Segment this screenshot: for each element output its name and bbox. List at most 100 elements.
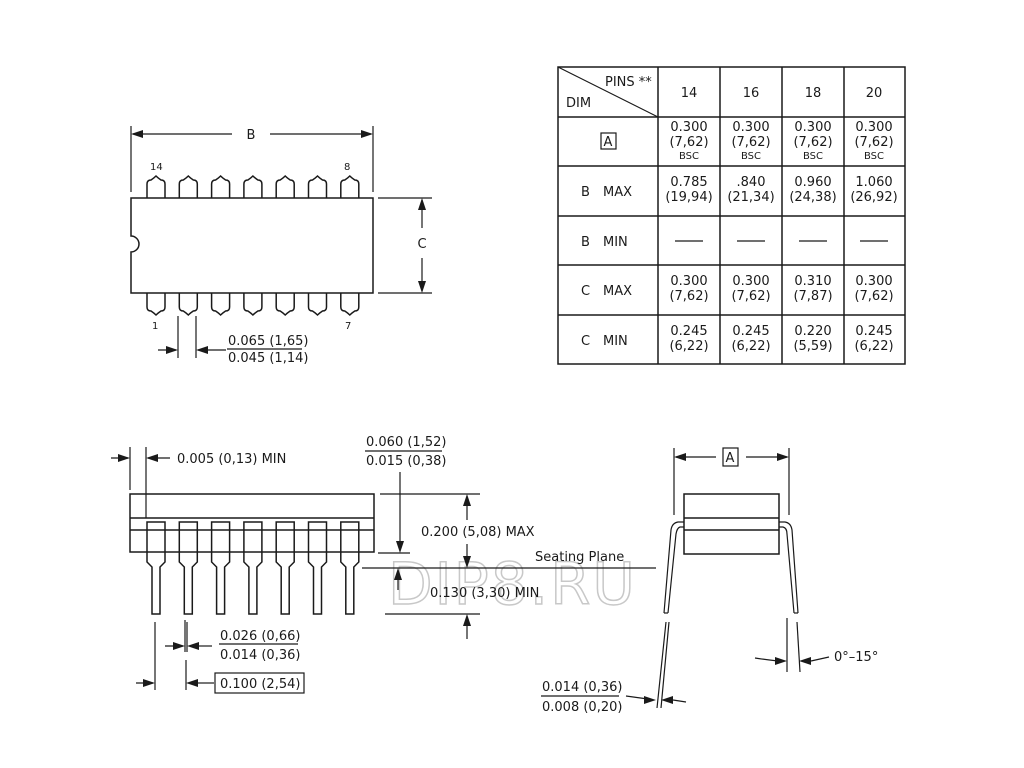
lead-thickness-min: 0.014 (0,36) (220, 648, 300, 663)
pin-bottom (307, 293, 328, 317)
cell-inch: 0.245 (670, 324, 707, 339)
arrow-icon (146, 454, 158, 462)
cell-inch: .840 (737, 175, 766, 190)
cell-mm: (6,22) (731, 339, 770, 354)
watermark: DIP8.RU (388, 550, 637, 618)
cell-mm: (5,59) (793, 339, 832, 354)
lead-width-min: 0.045 (1,14) (228, 351, 308, 366)
table-row: 0.300(7,62)0.300(7,62)0.310(7,87)0.300(7… (669, 274, 893, 304)
table-row: 0.300(7,62)BSC0.300(7,62)BSC0.300(7,62)B… (669, 120, 893, 162)
lead-side (340, 521, 360, 615)
row-dim-label: C (581, 334, 590, 349)
arrow-icon (131, 130, 143, 138)
pin-label-14: 14 (150, 162, 163, 173)
arrow-icon (674, 453, 686, 461)
arrow-icon (463, 494, 471, 506)
arrow-icon (418, 198, 426, 210)
lead-side (178, 521, 199, 615)
cell-mm: (7,62) (669, 135, 708, 150)
lead-side (307, 521, 328, 615)
cell-inch: 1.060 (855, 175, 892, 190)
pin-top (146, 174, 166, 198)
height-max-label: 0.200 (5,08) MAX (421, 525, 535, 540)
cell-mm: (7,62) (854, 135, 893, 150)
arrow-icon (394, 568, 402, 580)
pin-top (340, 174, 360, 198)
cell-inch: 0.310 (794, 274, 831, 289)
pin-bottom (146, 293, 166, 317)
cell-note: BSC (679, 151, 699, 162)
header-pins-label: PINS ** (605, 75, 652, 90)
arrow-icon (418, 281, 426, 293)
side-view: 0.005 (0,13) MIN 0.060 (1,52) 0.015 (0,3… (111, 435, 656, 694)
cell-inch: 0.960 (794, 175, 831, 190)
row-limit-label: MIN (603, 235, 628, 250)
end-view: A 0°–15° 0.014 (0,36) 0.008 (0,20) (541, 447, 878, 715)
cell-mm: (7,87) (793, 289, 832, 304)
row-dim-label: C (581, 284, 590, 299)
cell-inch: 0.300 (670, 120, 707, 135)
cell-inch: 0.220 (794, 324, 831, 339)
cell-inch: 0.785 (670, 175, 707, 190)
header-pin-count: 18 (805, 86, 822, 101)
row-limit-label: MAX (603, 284, 632, 299)
header-pin-count: 16 (743, 86, 760, 101)
lead-thickness-max: 0.026 (0,66) (220, 629, 300, 644)
arrow-icon (777, 453, 789, 461)
pin-bottom (275, 293, 295, 317)
row-limit-label: MIN (603, 334, 628, 349)
arrow-icon (196, 346, 208, 354)
table-row: 0.785(19,94).840(21,34)0.960(24,38)1.060… (665, 175, 897, 205)
pin-bottom (340, 293, 360, 317)
pin-label-7: 7 (345, 321, 351, 332)
pin-top (243, 174, 263, 198)
end-lead-thickness-min: 0.008 (0,20) (542, 700, 622, 715)
pin-label-8: 8 (344, 162, 350, 173)
cell-note: BSC (741, 151, 761, 162)
standoff-min: 0.015 (0,38) (366, 454, 446, 469)
cell-mm: (6,22) (854, 339, 893, 354)
dim-a-box (600, 132, 617, 150)
arrow-icon (644, 696, 656, 704)
dim-a-box (722, 447, 739, 467)
end-lead-thickness-max: 0.014 (0,36) (542, 680, 622, 695)
arrow-icon (186, 679, 198, 687)
pin-top (178, 174, 199, 198)
lead-side (146, 521, 166, 615)
cell-mm: (6,22) (669, 339, 708, 354)
cell-note: BSC (864, 151, 884, 162)
pin-top (307, 174, 328, 198)
cell-inch: 0.245 (855, 324, 892, 339)
pin-label-1: 1 (152, 321, 158, 332)
row-limit-label: MAX (603, 185, 632, 200)
dim-b-label: B (247, 128, 256, 143)
dim-a-label: A (726, 451, 735, 466)
arrow-icon (143, 679, 155, 687)
arrow-icon (661, 696, 673, 704)
side-leads (146, 521, 360, 615)
pitch-box (214, 672, 305, 694)
arrow-icon (799, 657, 811, 665)
cell-inch: 0.300 (732, 274, 769, 289)
header-pin-count: 14 (681, 86, 698, 101)
arrow-icon (361, 130, 373, 138)
row-dim-label: B (581, 185, 590, 200)
pin-bottom (210, 293, 231, 317)
header-dim-label: DIM (566, 96, 591, 111)
arrow-icon (396, 541, 404, 553)
cell-mm: (7,62) (793, 135, 832, 150)
arrow-icon (187, 642, 199, 650)
lead-width-max: 0.065 (1,65) (228, 334, 308, 349)
row-dim-label: A (604, 135, 613, 150)
cell-inch: 0.300 (670, 274, 707, 289)
arrow-icon (118, 454, 130, 462)
dimension-table: PINS ** DIM 14 16 18 20 A 0.300(7,62)BSC… (557, 66, 906, 365)
bottom-pins (146, 293, 360, 317)
cell-mm: (26,92) (850, 190, 897, 205)
row-dim-label: B (581, 235, 590, 250)
cell-inch: 0.300 (855, 120, 892, 135)
lead-side (210, 521, 231, 615)
end-lead-left (663, 521, 684, 614)
cell-mm: (7,62) (731, 289, 770, 304)
